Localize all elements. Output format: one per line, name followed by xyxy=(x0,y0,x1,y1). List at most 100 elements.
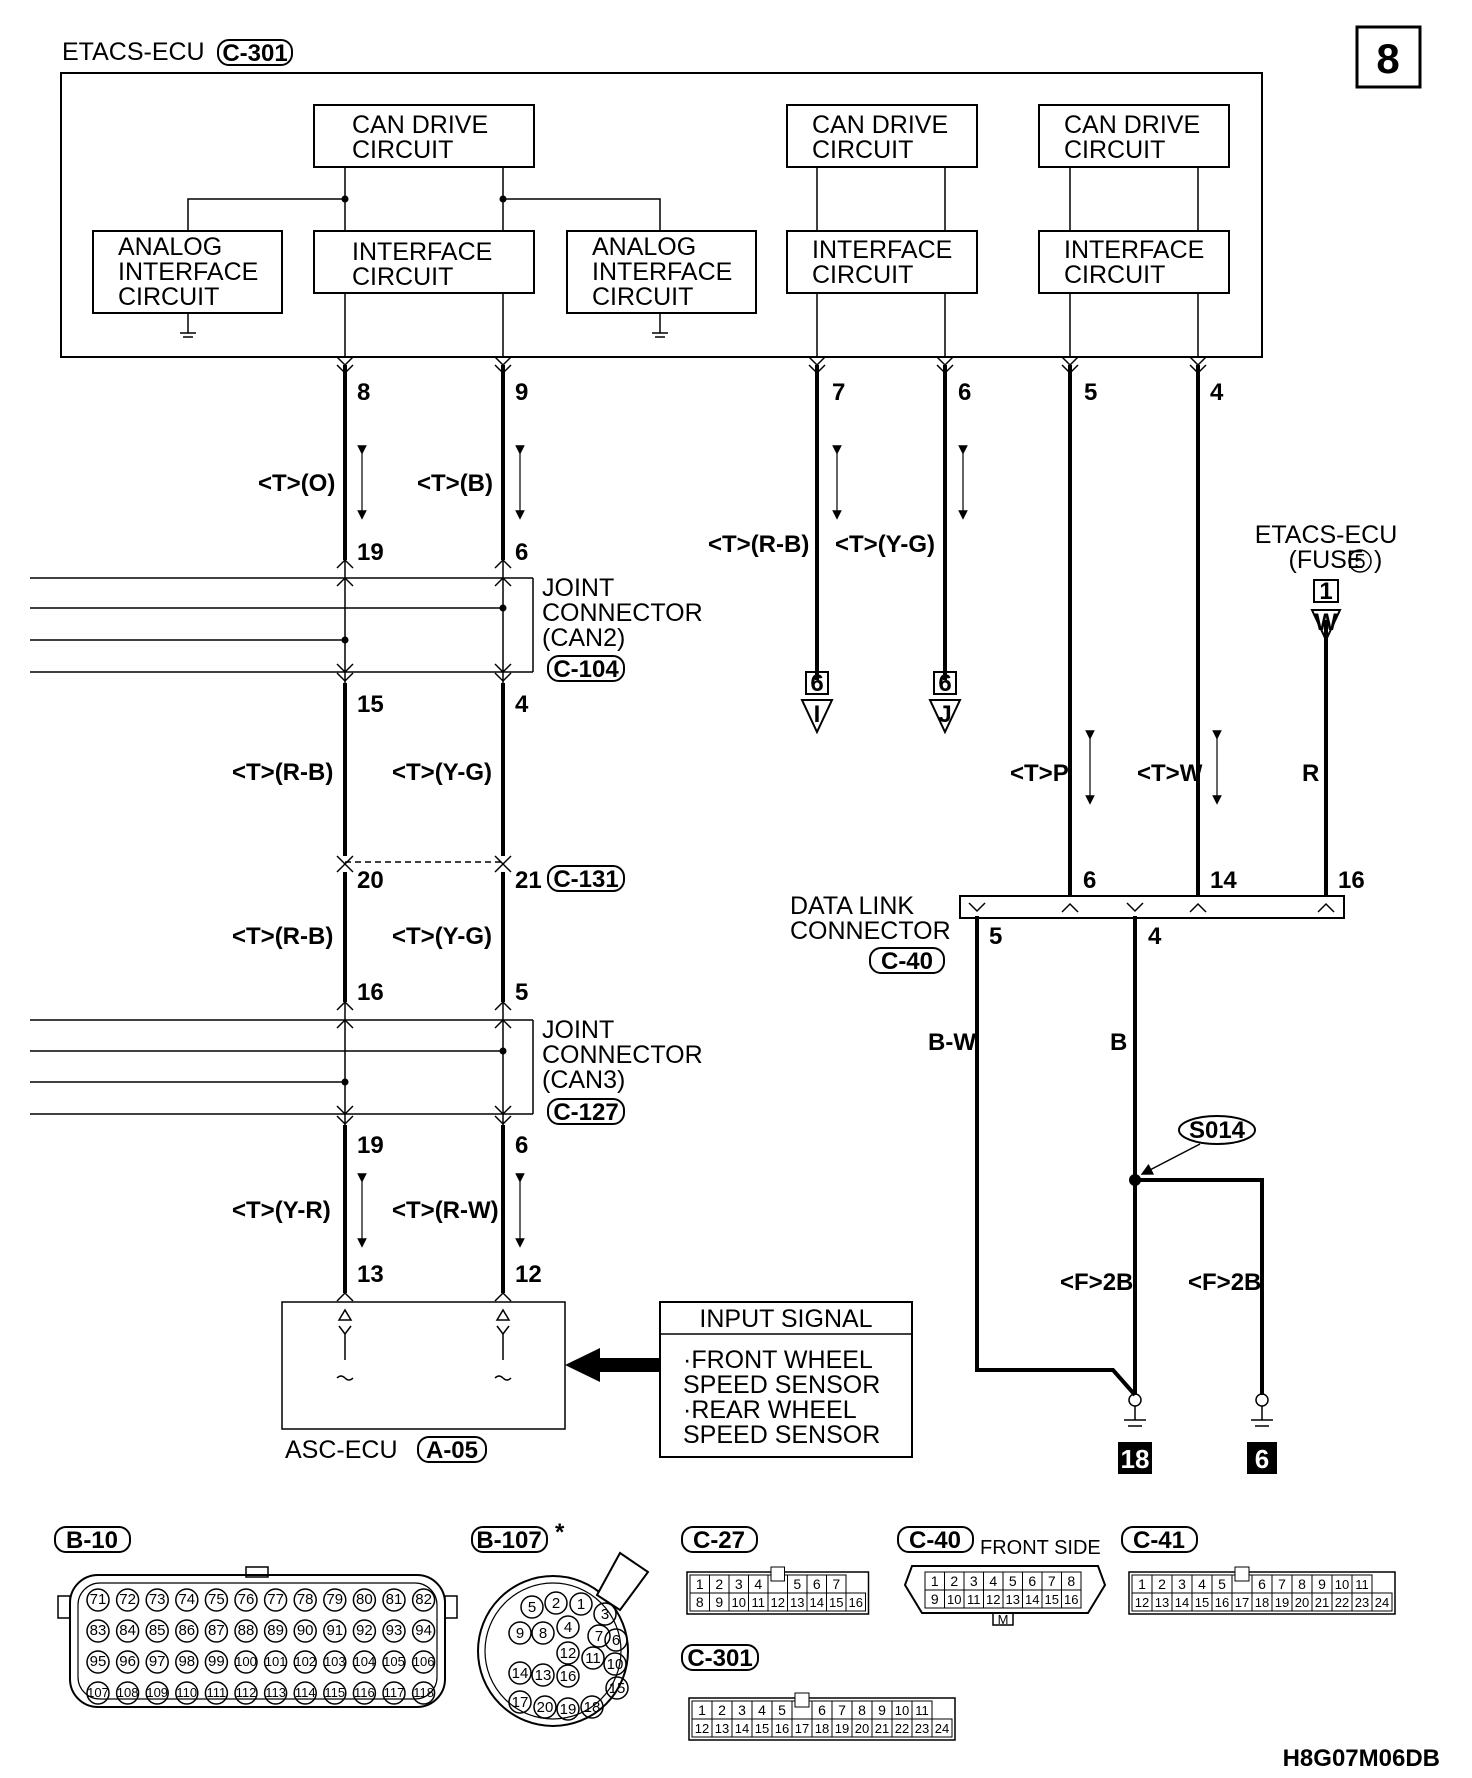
svg-text:ASC-ECU: ASC-ECU xyxy=(285,1436,398,1464)
pin-label: 14 xyxy=(1025,1592,1039,1607)
svg-text:J: J xyxy=(938,701,951,728)
pin xyxy=(234,1681,258,1705)
pin-label: 79 xyxy=(326,1591,343,1608)
svg-text:): ) xyxy=(1374,546,1382,574)
ground-wire-labels: B-W B S014 <F>2B <F>2B xyxy=(928,1029,1261,1296)
pin xyxy=(323,1681,347,1705)
pin-label: 71 xyxy=(90,1591,107,1608)
svg-text:<T>(O): <T>(O) xyxy=(258,470,335,497)
pin-label: 3 xyxy=(738,1702,746,1718)
pin xyxy=(263,1681,288,1705)
pin-label: 110 xyxy=(176,1685,197,1700)
svg-text:<F>2B: <F>2B xyxy=(1060,1269,1133,1296)
pin-label: 19 xyxy=(560,1701,577,1718)
pin-label: 22 xyxy=(895,1721,909,1736)
svg-text:13: 13 xyxy=(357,1261,384,1288)
svg-text:5: 5 xyxy=(1354,551,1365,573)
svg-text:4: 4 xyxy=(515,691,529,718)
svg-text:<T>(R-B): <T>(R-B) xyxy=(232,759,333,786)
etacs-fuse-source: ETACS-ECU(FUSE 5 ) 1 W xyxy=(1255,521,1398,643)
pin-label: 14 xyxy=(735,1721,749,1736)
pin-label: 15 xyxy=(609,1680,626,1697)
pin-label: 10 xyxy=(1335,1577,1349,1592)
pin-label: 8 xyxy=(539,1625,547,1642)
pin xyxy=(293,1619,317,1643)
pin-label: 76 xyxy=(238,1591,255,1608)
wire-labels-mid: <T>(R-B) <T>(Y-G) xyxy=(232,759,492,786)
bidirectional-arrows xyxy=(357,445,1222,1248)
pin xyxy=(175,1619,199,1643)
svg-text:20: 20 xyxy=(357,867,384,894)
pin-label: 23 xyxy=(915,1721,929,1736)
pin xyxy=(86,1588,110,1612)
pin-label: 13 xyxy=(715,1721,729,1736)
pin-label: 20 xyxy=(537,1699,554,1716)
svg-text:ETACS-ECU: ETACS-ECU xyxy=(62,38,205,66)
ecu-internal-wiring xyxy=(187,167,1199,357)
pin-label: 4 xyxy=(1198,1576,1206,1592)
pin xyxy=(508,1661,532,1685)
svg-text:5: 5 xyxy=(1084,379,1097,406)
pin-label: 16 xyxy=(1215,1595,1229,1610)
pin-label: 107 xyxy=(87,1685,109,1700)
pin xyxy=(531,1621,555,1645)
ecu-pin-labels: 8 9 7 6 5 4 xyxy=(357,379,1224,406)
svg-text:B-W: B-W xyxy=(928,1029,976,1056)
pin-label: 2 xyxy=(715,1576,723,1592)
svg-text:14: 14 xyxy=(1210,867,1237,894)
pin-label: 116 xyxy=(354,1685,375,1700)
pin-label: 16 xyxy=(849,1595,863,1610)
pin-label: 5 xyxy=(1009,1573,1017,1589)
pin xyxy=(411,1619,436,1643)
pin-label: 3 xyxy=(970,1573,978,1589)
pin xyxy=(593,1602,617,1626)
pin xyxy=(533,1695,557,1719)
pin-label: 7 xyxy=(1278,1576,1286,1592)
pin xyxy=(86,1681,110,1705)
svg-text:W: W xyxy=(1315,609,1338,636)
svg-text:<T>(R-B): <T>(R-B) xyxy=(708,531,809,558)
pin-label: 8 xyxy=(1298,1576,1306,1592)
pin xyxy=(931,1718,953,1738)
pin-chevrons xyxy=(336,356,1207,375)
svg-text:6: 6 xyxy=(810,670,823,697)
pin-label: 99 xyxy=(208,1653,225,1670)
pin-label: 72 xyxy=(119,1591,136,1608)
svg-text:<T>W: <T>W xyxy=(1137,760,1203,787)
dlc-wire-labels: <T>P <T>W R xyxy=(1010,760,1319,787)
pin-label: 13 xyxy=(790,1595,804,1610)
svg-text:C-127: C-127 xyxy=(553,1099,618,1126)
svg-text:4: 4 xyxy=(1148,923,1162,950)
pin-label: 9 xyxy=(1318,1576,1326,1592)
pin xyxy=(604,1628,628,1652)
pin-label: 73 xyxy=(149,1591,166,1608)
svg-text:6: 6 xyxy=(515,539,528,566)
ecu-box xyxy=(60,72,1263,358)
page-number: 8 xyxy=(1355,25,1422,89)
pin xyxy=(556,1615,580,1639)
pin xyxy=(352,1619,377,1643)
pin-label: 22 xyxy=(1335,1595,1349,1610)
svg-text:<T>(R-B): <T>(R-B) xyxy=(232,923,333,950)
svg-text:9: 9 xyxy=(515,379,528,406)
pin xyxy=(382,1681,406,1705)
pin-label: 6 xyxy=(1028,1573,1036,1589)
svg-text:A-05: A-05 xyxy=(426,1437,478,1464)
svg-text:C-40: C-40 xyxy=(909,1527,961,1554)
footer-code: H8G07M06DB xyxy=(1283,1745,1440,1772)
pin-label: 8 xyxy=(696,1594,704,1610)
pin-label: 12 xyxy=(695,1721,709,1736)
svg-text:16: 16 xyxy=(1338,867,1365,894)
svg-text:ETACS-ECU(FUSE: ETACS-ECU(FUSE xyxy=(1255,521,1398,574)
pin-label: 9 xyxy=(715,1594,723,1610)
pin xyxy=(293,1681,317,1705)
pin-label: 1 xyxy=(931,1573,939,1589)
pin xyxy=(605,1676,629,1700)
